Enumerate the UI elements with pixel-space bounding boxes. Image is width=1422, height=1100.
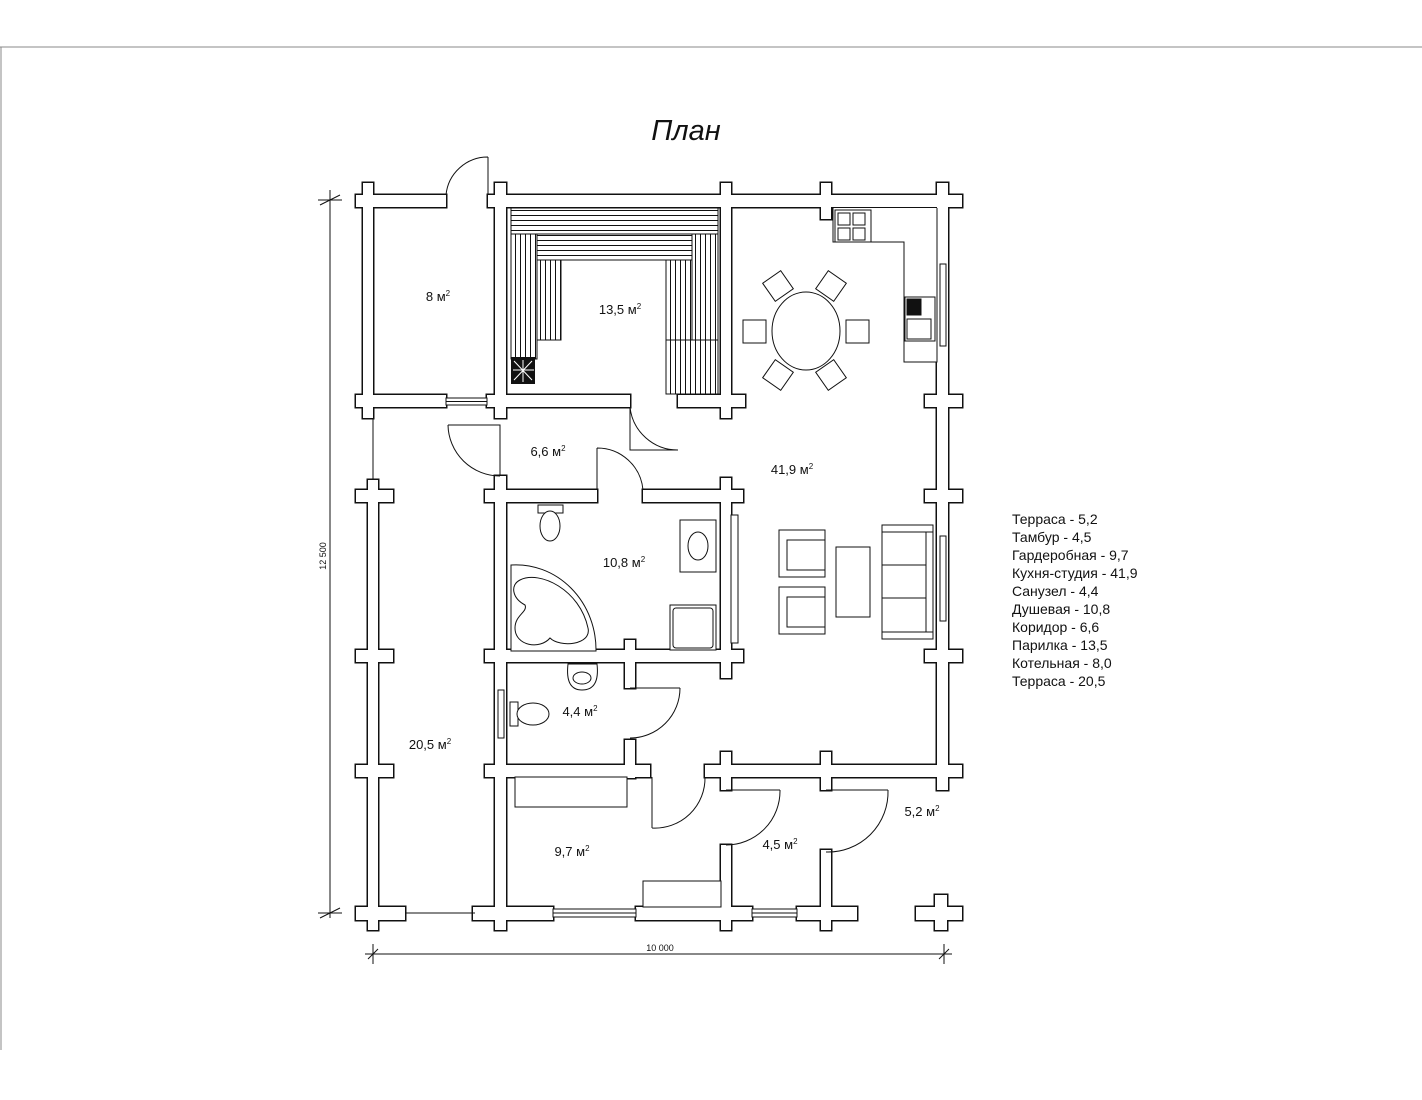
- wardrobe-shelves: [514, 776, 722, 908]
- dimension-width: [365, 944, 952, 964]
- wall-segment: [925, 490, 962, 502]
- room-area-label-boiler: 8 м2: [426, 289, 451, 304]
- wall-segment: [363, 183, 373, 418]
- room-area-label-terrace-small: 5,2 м2: [904, 804, 940, 819]
- plan-title: План: [651, 115, 720, 147]
- wall-segment: [625, 640, 635, 688]
- wall-segment: [821, 183, 831, 219]
- wall-segment: [495, 407, 506, 418]
- wall-segment: [356, 907, 393, 920]
- wall-segment: [485, 490, 597, 502]
- wall-segment: [495, 183, 506, 418]
- wall-segment: [721, 183, 731, 418]
- room-area-label-sauna: 13,5 м2: [599, 302, 642, 317]
- wall-segment: [368, 480, 378, 930]
- legend-item: Санузел - 4,4: [1012, 583, 1099, 599]
- legend-item: Терраса - 20,5: [1012, 673, 1106, 689]
- dining-table: [742, 269, 870, 392]
- wall-segment: [356, 650, 393, 662]
- wall-segment: [721, 752, 731, 790]
- wall-segment: [937, 183, 948, 790]
- wall-segment: [356, 490, 393, 502]
- log-walls: [354, 181, 964, 932]
- wall-segment: [356, 195, 446, 207]
- wall-segment: [636, 907, 752, 920]
- legend-item: Гардеробная - 9,7: [1012, 547, 1129, 563]
- legend-item: Терраса - 5,2: [1012, 511, 1098, 527]
- wall-segment: [678, 395, 745, 407]
- legend-item: Котельная - 8,0: [1012, 655, 1112, 671]
- wall-segment: [356, 395, 446, 407]
- wall-segment: [485, 650, 743, 662]
- room-area-label-bathroom: 4,4 м2: [562, 704, 598, 719]
- wall-segment: [925, 395, 962, 407]
- wall-segment: [925, 650, 962, 662]
- wall-segment: [797, 907, 857, 920]
- wall-segment: [821, 850, 831, 930]
- windows: [445, 263, 947, 918]
- kitchen-counter: [832, 208, 938, 363]
- wall-segment: [485, 907, 553, 920]
- wall-segment: [643, 490, 743, 502]
- room-area-label-wardrobe: 9,7 м2: [554, 844, 590, 859]
- sauna-benches: [510, 207, 719, 395]
- legend-item: Парилка - 13,5: [1012, 637, 1108, 653]
- room-area-label-terrace-large: 20,5 м2: [409, 737, 452, 752]
- wall-segment: [721, 478, 731, 678]
- toilet-fixtures: [509, 663, 598, 727]
- living-furniture: [778, 524, 934, 640]
- wall-segment: [705, 765, 962, 777]
- wall-segment: [356, 765, 393, 777]
- wall-segment: [393, 907, 405, 920]
- width-dimension-label: 10 000: [646, 943, 674, 953]
- room-area-label-vestibule: 4,5 м2: [762, 837, 798, 852]
- doors: [372, 156, 889, 914]
- room-area-label-kitchen-studio: 41,9 м2: [771, 462, 814, 477]
- room-labels: 8 м2 13,5 м2 6,6 м2 41,9 м2 10,8 м2 4,4 м2 20,…: [409, 289, 940, 859]
- legend-item: Тамбур - 4,5: [1012, 529, 1092, 545]
- legend-item: Душевая - 10,8: [1012, 601, 1111, 617]
- wall-segment: [721, 845, 731, 930]
- wall-segment: [821, 752, 831, 790]
- wall-segment: [625, 740, 635, 778]
- wall-segment: [473, 907, 485, 920]
- sauna-stove-icon: [511, 357, 535, 384]
- height-dimension-label: 12 500: [318, 542, 328, 570]
- dimension-height: [318, 190, 342, 919]
- wall-segment: [487, 395, 630, 407]
- legend-item: Кухня-студия - 41,9: [1012, 565, 1138, 581]
- wall-segment: [916, 907, 962, 920]
- wall-segment: [485, 765, 650, 777]
- shower-fixtures: [510, 504, 717, 652]
- legend-item: Коридор - 6,6: [1012, 619, 1100, 635]
- room-area-label-shower: 10,8 м2: [603, 555, 646, 570]
- room-area-label-corridor: 6,6 м2: [530, 444, 566, 459]
